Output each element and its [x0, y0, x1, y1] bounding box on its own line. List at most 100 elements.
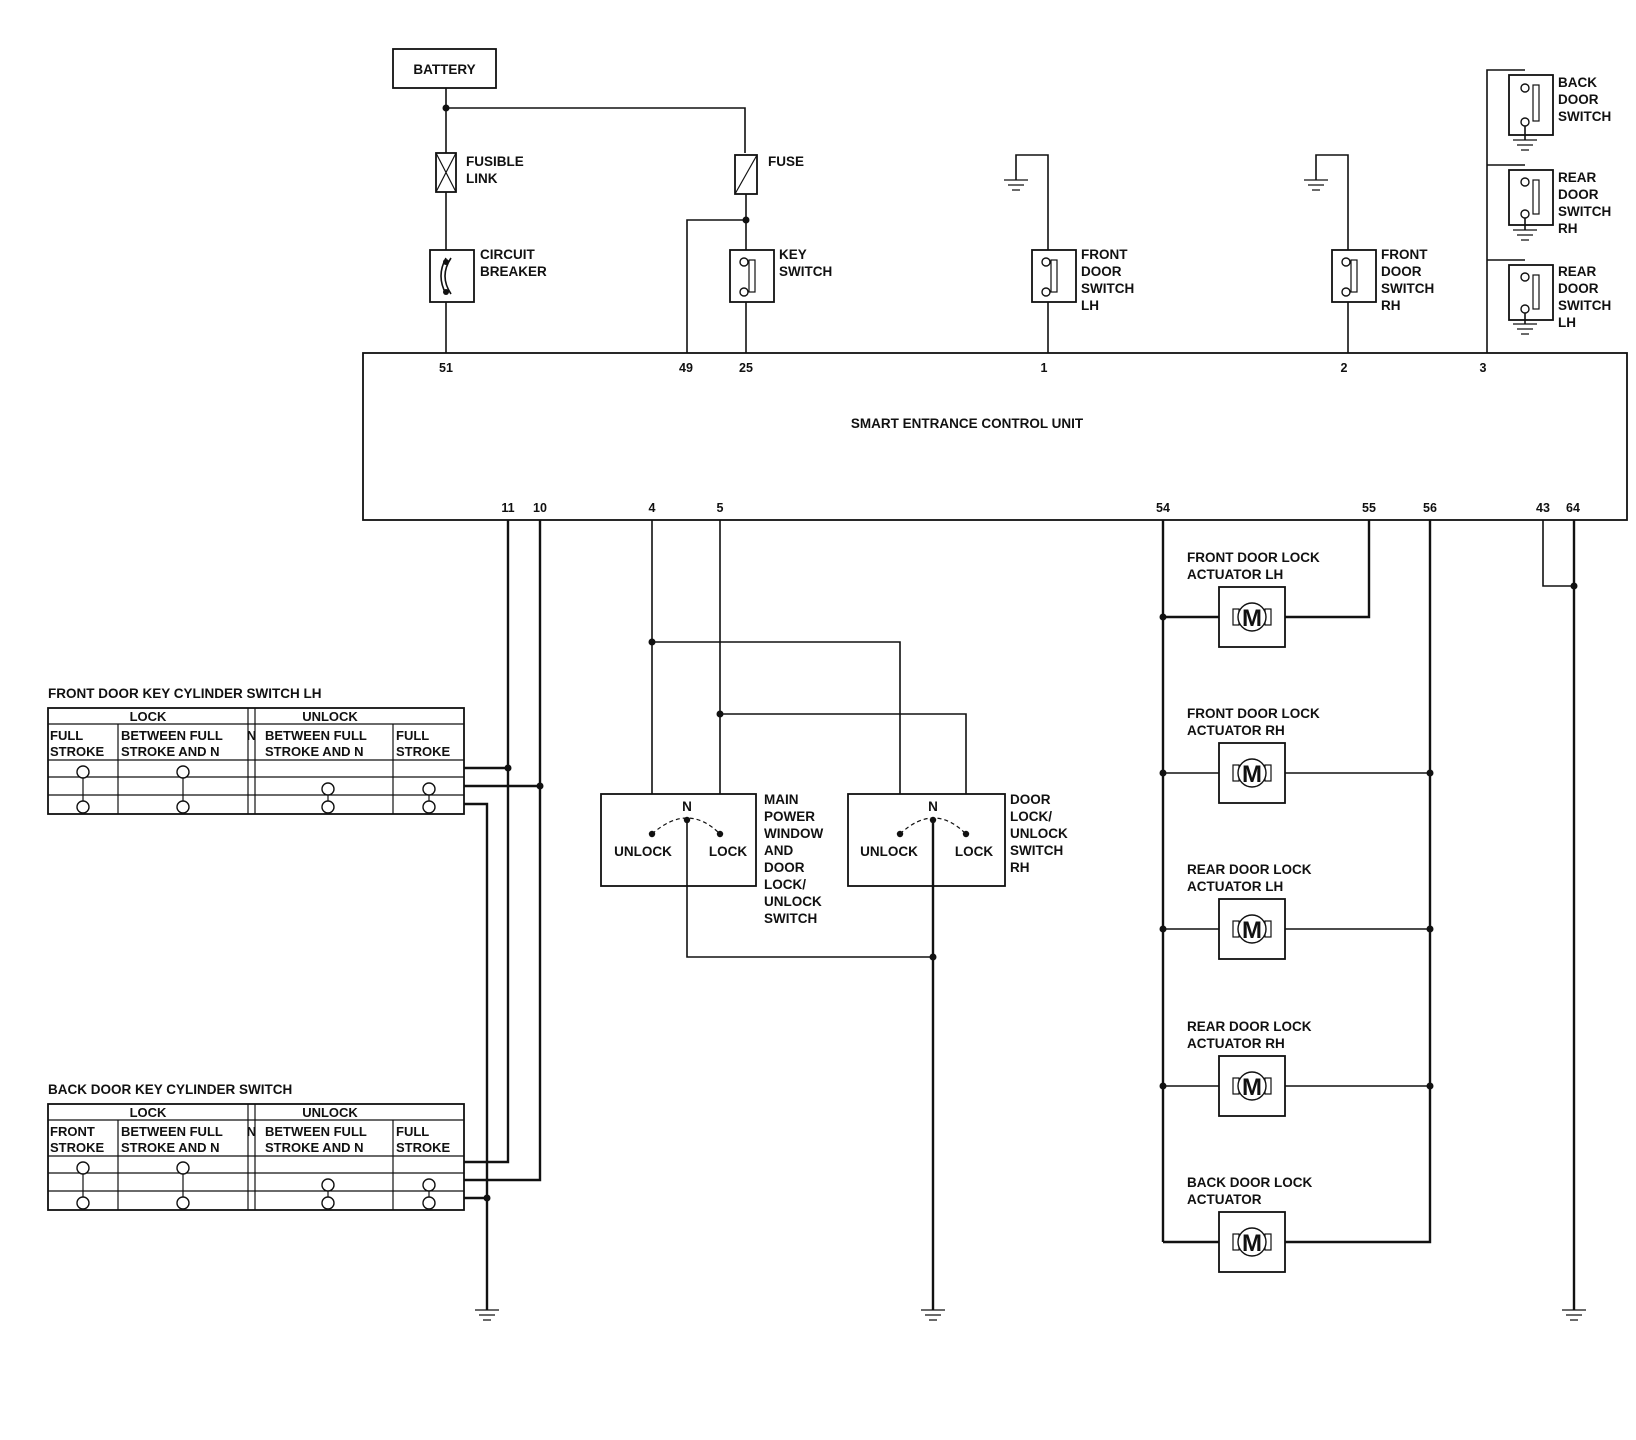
motor-1-icon: M: [1242, 605, 1262, 632]
back-key-cyl-col3-1: BETWEEN FULL: [265, 1124, 367, 1139]
front-door-lock-actuator-lh: FRONT DOOR LOCK ACTUATOR LH M: [1187, 550, 1320, 648]
front-key-cyl-n: N: [247, 728, 256, 743]
motor-2-icon: M: [1242, 761, 1262, 788]
front-key-cyl-col3-1: BETWEEN FULL: [265, 728, 367, 743]
actuator-1-label-2: ACTUATOR LH: [1187, 567, 1283, 582]
control-unit-label: SMART ENTRANCE CONTROL UNIT: [851, 416, 1084, 431]
pin-10: 10: [533, 501, 547, 515]
pin-5: 5: [717, 501, 724, 515]
rear-door-switch-lh-label-1: REAR: [1558, 264, 1597, 279]
motor-5-icon: M: [1242, 1230, 1262, 1257]
pin-4: 4: [649, 501, 656, 515]
front-key-cyl-col3-2: STROKE AND N: [265, 744, 363, 759]
rh-switch-lock: LOCK: [955, 844, 993, 859]
back-key-cyl-col4-2: STROKE: [396, 1140, 451, 1155]
front-door-switch-lh: FRONT DOOR SWITCH LH: [1004, 154, 1134, 353]
rh-switch-label-3: UNLOCK: [1010, 826, 1068, 841]
rear-door-switch-rh-label-2: DOOR: [1558, 187, 1599, 202]
pin-1: 1: [1041, 361, 1048, 375]
actuator-4-label-2: ACTUATOR RH: [1187, 1036, 1285, 1051]
back-door-switch-label-3: SWITCH: [1558, 109, 1611, 124]
main-switch-label-6: LOCK/: [764, 877, 806, 892]
pin-49: 49: [679, 361, 693, 375]
actuator-5-label-2: ACTUATOR: [1187, 1192, 1262, 1207]
rear-door-switch-lh-label-3: SWITCH: [1558, 298, 1611, 313]
back-key-cyl-col1-1: FRONT: [50, 1124, 95, 1139]
back-door-key-cylinder-switch: BACK DOOR KEY CYLINDER SWITCH LOCK UNLOC…: [47, 1082, 465, 1211]
rear-door-lock-actuator-lh: REAR DOOR LOCK ACTUATOR LH M: [1187, 862, 1312, 960]
pin-51: 51: [439, 361, 453, 375]
front-door-switch-lh-label-2: DOOR: [1081, 264, 1122, 279]
pin-54: 54: [1156, 501, 1170, 515]
main-switch-label-8: SWITCH: [764, 911, 817, 926]
back-door-switch-label-2: DOOR: [1558, 92, 1599, 107]
fuse: FUSE: [734, 154, 804, 220]
front-door-lock-actuator-rh: FRONT DOOR LOCK ACTUATOR RH M: [1187, 706, 1320, 804]
circuit-breaker: CIRCUIT BREAKER: [429, 247, 547, 353]
front-door-switch-rh-label-3: SWITCH: [1381, 281, 1434, 296]
front-key-cyl-title: FRONT DOOR KEY CYLINDER SWITCH LH: [48, 686, 322, 701]
pin-43: 43: [1536, 501, 1550, 515]
front-door-switch-rh-label-4: RH: [1381, 298, 1401, 313]
rear-door-switch-rh-label-4: RH: [1558, 221, 1578, 236]
rear-door-switch-rh-label-1: REAR: [1558, 170, 1597, 185]
key-switch-label-1: KEY: [779, 247, 807, 262]
back-key-cyl-col2-1: BETWEEN FULL: [121, 1124, 223, 1139]
pin-11: 11: [501, 501, 514, 515]
main-switch-label-1: MAIN: [764, 792, 799, 807]
pin-64: 64: [1566, 501, 1580, 515]
main-switch-label-7: UNLOCK: [764, 894, 822, 909]
main-switch-label-3: WINDOW: [764, 826, 823, 841]
main-switch-label-2: POWER: [764, 809, 815, 824]
key-switch-label-2: SWITCH: [779, 264, 832, 279]
pin-56: 56: [1423, 501, 1437, 515]
main-switch-unlock: UNLOCK: [614, 844, 672, 859]
front-door-switch-lh-label-4: LH: [1081, 298, 1099, 313]
actuator-3-label-1: REAR DOOR LOCK: [1187, 862, 1312, 877]
main-switch-label-5: DOOR: [764, 860, 805, 875]
rear-door-switch-rh: REAR DOOR SWITCH RH: [1508, 169, 1611, 241]
main-switch-n: N: [682, 799, 692, 814]
rear-door-switch-lh: REAR DOOR SWITCH LH: [1508, 264, 1611, 335]
motor-4-icon: M: [1242, 1074, 1262, 1101]
rh-switch-label-5: RH: [1010, 860, 1030, 875]
back-key-cyl-unlock: UNLOCK: [302, 1105, 358, 1120]
pin-2: 2: [1341, 361, 1348, 375]
front-door-switch-rh: FRONT DOOR SWITCH RH: [1304, 154, 1434, 353]
actuator-2-label-1: FRONT DOOR LOCK: [1187, 706, 1320, 721]
back-door-switch: BACK DOOR SWITCH: [1508, 74, 1611, 151]
main-switch-lock: LOCK: [709, 844, 747, 859]
fusible-link-label-2: LINK: [466, 171, 498, 186]
front-key-cyl-col1-1: FULL: [50, 728, 83, 743]
motor-3-icon: M: [1242, 917, 1262, 944]
rh-switch-label-1: DOOR: [1010, 792, 1051, 807]
circuit-breaker-label-1: CIRCUIT: [480, 247, 535, 262]
fuse-label: FUSE: [768, 154, 804, 169]
pin-25: 25: [739, 361, 753, 375]
rear-door-switch-lh-label-4: LH: [1558, 315, 1576, 330]
main-switch-label-4: AND: [764, 843, 793, 858]
pin-3: 3: [1480, 361, 1487, 375]
front-key-cyl-unlock: UNLOCK: [302, 709, 358, 724]
battery: BATTERY: [392, 48, 497, 89]
actuator-4-label-1: REAR DOOR LOCK: [1187, 1019, 1312, 1034]
front-key-cyl-col2-2: STROKE AND N: [121, 744, 219, 759]
rh-switch-unlock: UNLOCK: [860, 844, 918, 859]
rear-door-switch-rh-label-3: SWITCH: [1558, 204, 1611, 219]
front-key-cyl-col2-1: BETWEEN FULL: [121, 728, 223, 743]
fusible-link: FUSIBLE LINK: [435, 108, 524, 250]
actuator-1-label-1: FRONT DOOR LOCK: [1187, 550, 1320, 565]
back-door-switch-label-1: BACK: [1558, 75, 1597, 90]
back-door-lock-actuator: BACK DOOR LOCK ACTUATOR M: [1187, 1175, 1312, 1273]
battery-label: BATTERY: [413, 62, 475, 77]
front-door-switch-rh-label-2: DOOR: [1381, 264, 1422, 279]
front-key-cyl-col4-1: FULL: [396, 728, 429, 743]
back-key-cyl-title: BACK DOOR KEY CYLINDER SWITCH: [48, 1082, 292, 1097]
back-key-cyl-n: N: [247, 1124, 256, 1139]
circuit-breaker-label-2: BREAKER: [480, 264, 547, 279]
back-key-cyl-col3-2: STROKE AND N: [265, 1140, 363, 1155]
rh-switch-n: N: [928, 799, 938, 814]
actuator-5-label-1: BACK DOOR LOCK: [1187, 1175, 1312, 1190]
door-lock-unlock-switch-rh: N UNLOCK LOCK DOOR LOCK/ UNLOCK SWITCH R…: [847, 792, 1068, 1321]
